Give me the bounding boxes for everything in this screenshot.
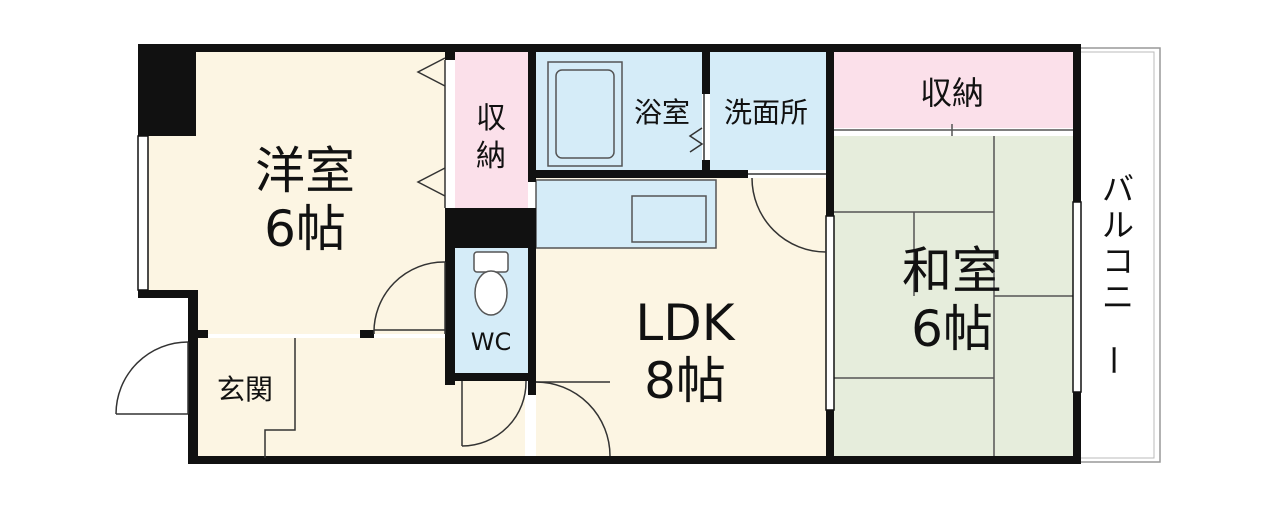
japanese-room-name: 和室 bbox=[902, 242, 1002, 300]
ldk-size: 8帖 bbox=[644, 352, 726, 410]
japanese-room-floor bbox=[834, 136, 1074, 458]
entrance-step bbox=[264, 338, 296, 458]
left-storage-label-2: 納 bbox=[476, 139, 506, 174]
sliding-door-ldk-japanese bbox=[825, 215, 835, 411]
balcony bbox=[1077, 47, 1161, 463]
western-room-floor-left bbox=[148, 135, 198, 295]
ldk-name: LDK bbox=[635, 294, 735, 352]
western-room-floor bbox=[195, 52, 445, 334]
wc-label: WC bbox=[471, 328, 512, 356]
bath-door bbox=[688, 94, 705, 160]
tatami-lines bbox=[834, 136, 1074, 458]
right-storage-floor bbox=[834, 52, 1074, 128]
walls bbox=[138, 44, 1081, 464]
closet-doors-left bbox=[416, 57, 446, 208]
entrance-label: 玄関 bbox=[217, 373, 273, 406]
western-room-size: 6帖 bbox=[264, 200, 346, 258]
washroom-label: 洗面所 bbox=[724, 96, 808, 129]
window-left bbox=[137, 135, 149, 291]
left-storage-floor bbox=[455, 52, 528, 210]
toilet bbox=[473, 251, 509, 316]
western-room-name: 洋室 bbox=[255, 142, 355, 200]
balcony-label: バルコニー bbox=[1094, 170, 1134, 376]
left-storage-label-1: 収 bbox=[476, 101, 506, 136]
sink bbox=[631, 195, 707, 243]
window-right bbox=[1072, 201, 1082, 393]
bath-label: 浴室 bbox=[634, 96, 690, 129]
bathtub bbox=[547, 61, 623, 167]
washroom-floor bbox=[710, 52, 826, 170]
right-storage-label: 収納 bbox=[920, 74, 984, 112]
japanese-room-size: 6帖 bbox=[911, 300, 993, 358]
door-swings bbox=[115, 173, 827, 457]
